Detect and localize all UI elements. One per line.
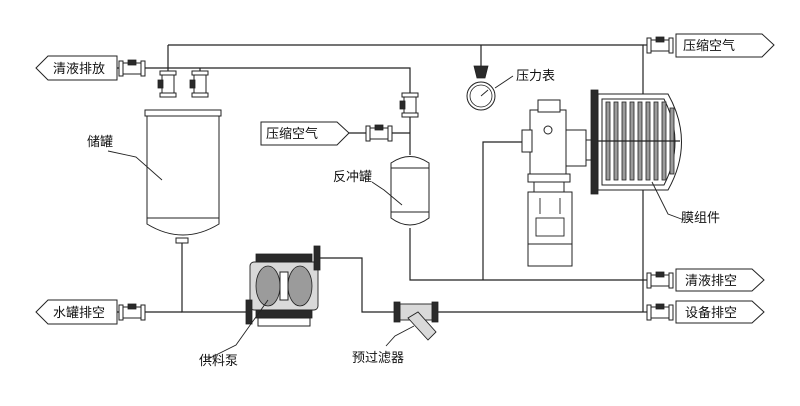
storage-tank: 储罐 — [87, 109, 222, 244]
ball-valve-icon — [118, 303, 146, 321]
ball-valve-icon — [646, 36, 674, 54]
drain-pipe — [117, 67, 411, 96]
flag-clean-empty: 清液排空 — [675, 268, 765, 292]
flag-compressed-air-mid: 压缩空气 — [260, 121, 350, 146]
flag-water-tank-empty: 水罐排空 — [35, 299, 118, 325]
prefilter-label: 预过滤器 — [352, 351, 404, 366]
ball-valve-icon — [365, 124, 393, 142]
flag-equipment-empty-text: 设备排空 — [685, 305, 737, 321]
feed-pump-label: 供料泵 — [199, 354, 238, 369]
membrane-module-label: 膜组件 — [681, 211, 720, 226]
motor-icon — [527, 191, 573, 267]
pressure-gauge-icon: 压力表 — [466, 45, 555, 111]
ball-valve-icon — [157, 70, 209, 98]
membrane-module: 膜组件 — [521, 89, 720, 267]
flag-equipment-empty: 设备排空 — [675, 300, 765, 324]
ball-valve-icon — [646, 271, 674, 289]
ball-valve-icon — [118, 59, 146, 77]
flag-compressed-air-mid-text: 压缩空气 — [266, 126, 318, 142]
flag-drain-clean: 清液排放 — [35, 55, 118, 81]
diaphragm-pump-icon: 供料泵 — [199, 245, 321, 369]
backflush-tank-label: 反冲罐 — [333, 170, 372, 185]
flag-water-tank-empty-text: 水罐排空 — [53, 306, 105, 321]
backflush-tank: 反冲罐 — [333, 156, 430, 226]
flag-clean-empty-text: 清液排空 — [685, 274, 737, 289]
flag-compressed-air-top-text: 压缩空气 — [683, 38, 735, 54]
ball-valve-icon — [646, 303, 674, 321]
storage-tank-label: 储罐 — [87, 135, 113, 150]
flag-compressed-air-top: 压缩空气 — [675, 33, 775, 58]
ball-valve-icon — [399, 92, 419, 118]
pressure-gauge-label: 压力表 — [516, 69, 555, 84]
y-strainer-icon: 预过滤器 — [352, 301, 439, 366]
flag-drain-clean-text: 清液排放 — [53, 62, 105, 77]
